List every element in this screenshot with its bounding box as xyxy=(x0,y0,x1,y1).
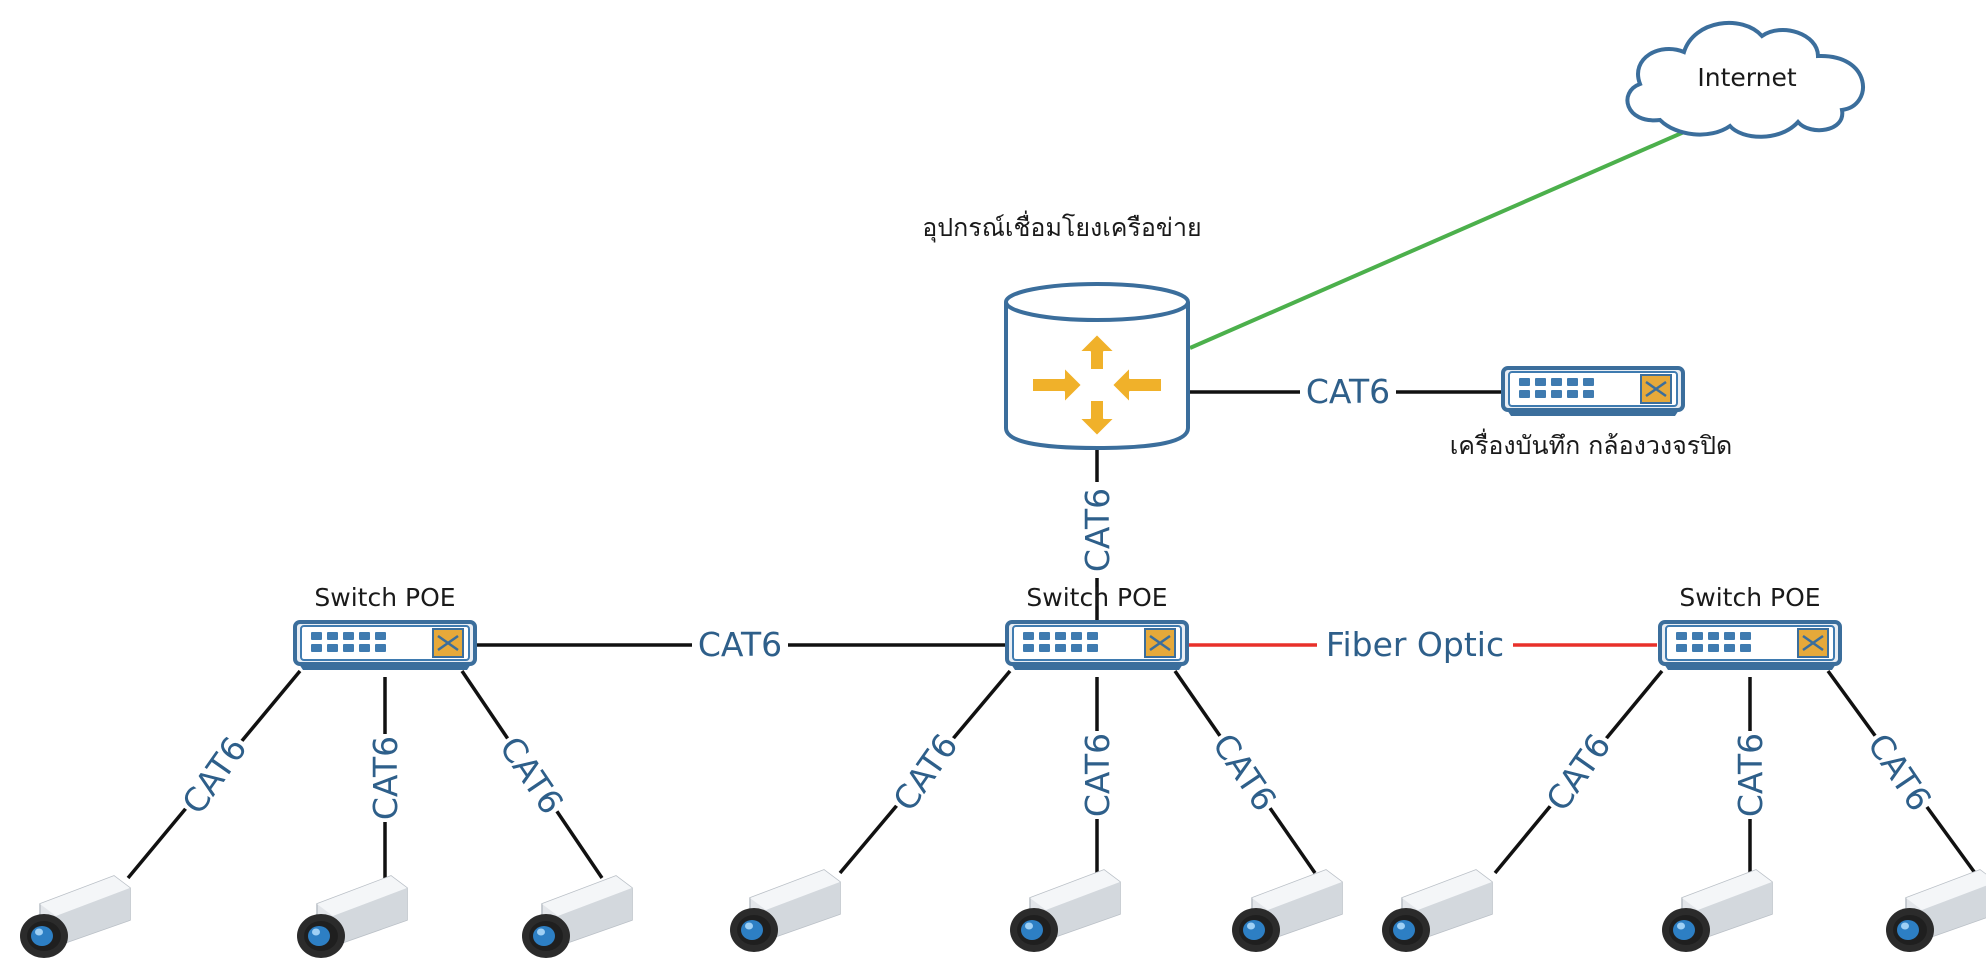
switch-left-label: Switch POE xyxy=(314,583,455,612)
edge-label-router-switch-center: CAT6 xyxy=(1078,488,1117,572)
cctv-camera-icon[interactable] xyxy=(296,875,408,959)
switch-center-label: Switch POE xyxy=(1026,583,1167,612)
switch-right-label: Switch POE xyxy=(1679,583,1820,612)
label-right-cam3: CAT6 xyxy=(1859,724,1941,820)
label-center-cam3: CAT6 xyxy=(1204,724,1286,820)
poe-switch-icon xyxy=(1005,620,1189,672)
label-switch-center-right: Fiber Optic xyxy=(1317,625,1513,664)
switch-center-node[interactable]: Switch POE xyxy=(1005,583,1189,672)
label-switch-left-center: CAT6 xyxy=(692,625,788,664)
cloud-icon xyxy=(1625,21,1865,139)
cctv-camera-icon[interactable] xyxy=(1661,869,1773,953)
router-node[interactable]: อุปกรณ์เชื่อมโยงเครือข่าย xyxy=(922,210,1202,451)
internet-label: Internet xyxy=(1697,63,1796,92)
nvr-label: เครื่องบันทึก กล้องวงจรปิด xyxy=(1450,428,1733,460)
edge-label-right-cam2: CAT6 xyxy=(1731,733,1770,817)
label-router-switch: CAT6 xyxy=(1078,482,1117,578)
switch-right-node[interactable]: Switch POE xyxy=(1658,583,1842,672)
edge-label-switch-left-center: CAT6 xyxy=(698,625,782,664)
edge-label-fiber-optic: Fiber Optic xyxy=(1326,625,1504,664)
cctv-camera-icon[interactable] xyxy=(1381,869,1493,953)
router-label: อุปกรณ์เชื่อมโยงเครือข่าย xyxy=(922,210,1201,243)
cctv-camera-icon[interactable] xyxy=(729,869,841,953)
edge-label-router-nvr: CAT6 xyxy=(1306,372,1390,411)
poe-switch-icon xyxy=(1658,620,1842,672)
cctv-camera-icon[interactable] xyxy=(1885,869,1986,953)
label-router-nvr: CAT6 xyxy=(1300,372,1396,411)
cctv-camera-icon[interactable] xyxy=(1009,869,1121,953)
nvr-node[interactable]: เครื่องบันทึก กล้องวงจรปิด xyxy=(1450,366,1733,460)
label-right-cam1: CAT6 xyxy=(1537,725,1619,819)
label-center-cam1: CAT6 xyxy=(884,725,966,819)
edge-router-internet xyxy=(1189,123,1701,350)
cctv-camera-icon[interactable] xyxy=(19,875,131,959)
internet-node[interactable]: Internet xyxy=(1625,21,1865,139)
label-left-cam1: CAT6 xyxy=(173,728,255,822)
camera-cables xyxy=(126,669,1977,880)
label-left-cam3: CAT6 xyxy=(491,727,573,823)
nvr-icon xyxy=(1501,366,1685,418)
label-right-cam2: CAT6 xyxy=(1731,731,1770,819)
label-left-cam2: CAT6 xyxy=(366,734,405,822)
poe-switch-icon xyxy=(293,620,477,672)
cctv-camera-icon[interactable] xyxy=(521,875,633,959)
edge-label-left-cam2: CAT6 xyxy=(366,736,405,820)
edge-label-center-cam2: CAT6 xyxy=(1078,733,1117,817)
switch-left-node[interactable]: Switch POE xyxy=(293,583,477,672)
cctv-camera-icon[interactable] xyxy=(1231,869,1343,953)
router-icon xyxy=(1004,282,1190,451)
label-center-cam2: CAT6 xyxy=(1078,731,1117,819)
